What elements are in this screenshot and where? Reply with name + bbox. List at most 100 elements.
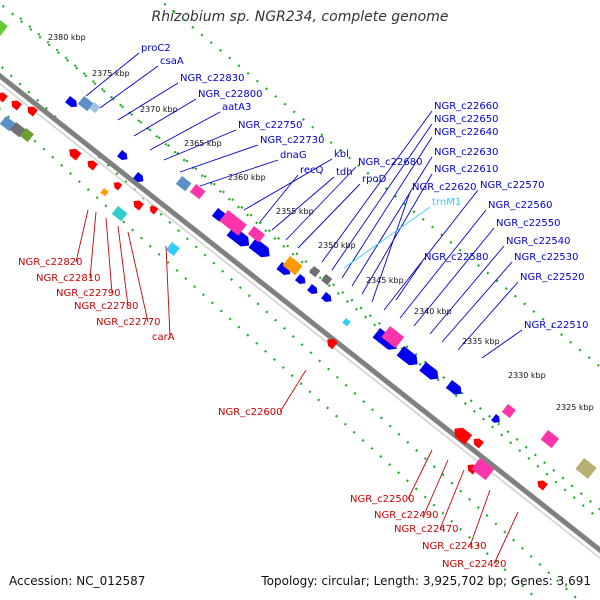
leader-line (179, 144, 259, 173)
gene-label-reverse: NGR_c22500 (350, 494, 415, 505)
reverse-gene (27, 106, 38, 117)
leader-line (75, 209, 89, 263)
leader-line (429, 245, 505, 335)
tick-label: 2355 kbp (276, 207, 314, 216)
gene-label-forward: aatA3 (222, 102, 251, 113)
gene-label-reverse: NGR_c22420 (442, 559, 507, 570)
gene-label-reverse: NGR_c22790 (56, 288, 121, 299)
feature-box (89, 102, 101, 114)
tick-label: 2335 kbp (462, 337, 500, 346)
reverse-gene (149, 206, 159, 215)
gene-label-forward: NGR_c22650 (434, 114, 499, 125)
reverse-gene (133, 200, 144, 211)
feature-box (165, 242, 180, 257)
leader-line (199, 159, 279, 187)
backbone-line (0, 72, 600, 554)
leader-line (259, 174, 299, 223)
leader-line (297, 183, 361, 249)
gene-label-forward: NGR_c22520 (520, 272, 585, 283)
gene-label-forward: NGR_c22530 (514, 252, 579, 263)
gene-label-forward: dnaG (280, 150, 307, 161)
gene-label-reverse: NGR_c22780 (74, 301, 139, 312)
feature-box (540, 430, 560, 449)
leader-line (271, 176, 335, 231)
feature-box (575, 457, 597, 479)
forward-gene (396, 346, 418, 366)
gene-label-reverse: NGR_c22810 (36, 273, 101, 284)
leader-line (105, 217, 113, 294)
forward-gene (307, 284, 318, 294)
feature-box (247, 226, 266, 243)
gene-label-forward: kbl (334, 149, 349, 160)
forward-gene (419, 362, 439, 380)
leader-line (407, 449, 433, 500)
feature-box (321, 274, 333, 286)
leader-line (441, 261, 513, 343)
guide-ring (0, 107, 540, 600)
leader-line (361, 173, 433, 295)
tick-label: 2330 kbp (508, 371, 546, 380)
tick-label: 2345 kbp (366, 276, 404, 285)
accession-text: Accession: NC_012587 (9, 574, 146, 588)
feature-box (309, 266, 321, 278)
gene-label-forward: NGR_c22610 (434, 164, 499, 175)
leader-line (165, 245, 171, 338)
forward-gene (65, 96, 77, 108)
reverse-gene (327, 338, 338, 350)
feature-box (381, 326, 405, 349)
gene-label-forward: NGR_c22570 (480, 180, 545, 191)
leader-line (493, 511, 519, 565)
leader-line (279, 369, 307, 413)
feature-box (219, 209, 247, 236)
feature-box (0, 20, 8, 38)
leader-line (127, 231, 149, 323)
leader-line (371, 191, 411, 303)
gene-label-reverse: NGR_c22600 (218, 407, 283, 418)
leader-line (351, 156, 433, 287)
forward-gene (226, 226, 250, 247)
forward-gene (248, 238, 270, 258)
gene-label-reverse: NGR_c22490 (374, 510, 439, 521)
tick-label: 2380 kbp (48, 33, 86, 42)
feature-box (471, 457, 495, 481)
feature-box (100, 188, 109, 197)
leader-line (163, 129, 237, 161)
feature-box (175, 176, 192, 192)
tick-label: 2350 kbp (318, 241, 356, 250)
gene-label-forward: NGR_c22620 (412, 182, 477, 193)
guide-ring (19, 17, 600, 521)
leader-line (413, 227, 495, 327)
gene-label-forward: recQ (300, 165, 324, 176)
gene-label-reverse: NGR_c22470 (394, 524, 459, 535)
tick-label: 2340 kbp (414, 307, 452, 316)
leader-line (99, 65, 159, 109)
tick-label: 2360 kbp (228, 173, 266, 182)
genome-summary-text: Topology: circular; Length: 3,925,702 bp… (261, 574, 591, 588)
feature-box (19, 128, 34, 143)
gene-label-reverse: NGR_c22820 (18, 257, 83, 268)
feature-box (111, 206, 128, 222)
gene-label-forward: NGR_c22560 (488, 200, 553, 211)
leader-line (395, 261, 423, 301)
leader-line (423, 459, 449, 516)
forward-gene (445, 380, 462, 395)
leader-line (331, 123, 433, 271)
genome-backbone (0, 72, 600, 560)
gene-label-forward: NGR_c22680 (358, 157, 423, 168)
gene-label-forward: NGR_c22580 (424, 252, 489, 263)
leader-line (343, 206, 431, 269)
gene-label-forward: NGR_c22510 (524, 320, 589, 331)
tick-label: 2370 kbp (140, 105, 178, 114)
leader-line (243, 158, 333, 211)
forward-gene (295, 274, 306, 284)
leader-line (399, 209, 487, 319)
gene-label-forward: NGR_c22800 (198, 89, 263, 100)
feature-box (77, 96, 94, 112)
leader-line (117, 82, 179, 121)
forward-gene (276, 262, 291, 275)
leader-line (439, 469, 465, 530)
gene-label-forward: NGR_c22640 (434, 127, 499, 138)
forward-gene (321, 292, 332, 302)
reverse-gene (113, 182, 123, 191)
